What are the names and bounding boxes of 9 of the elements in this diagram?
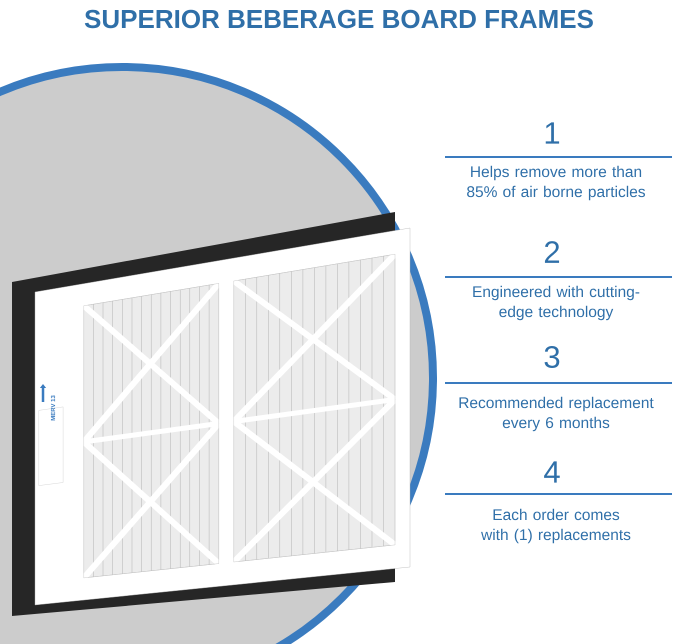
step-description: Each order comes with (1) replacements (481, 508, 630, 544)
title: SUPERIOR BEBERAGE BOARD FRAMES (84, 10, 593, 28)
step-description: Helps remove more than 85% of air borne particles (467, 166, 645, 200)
step-number: 1 (546, 122, 560, 144)
step-description: Recommended replacement every 6 months (460, 396, 654, 432)
step-number: 3 (544, 346, 560, 368)
step-number: 2 (544, 241, 560, 263)
step-number: 4 (544, 461, 560, 483)
step-description: Engineered with cutting-edge technology (473, 286, 640, 320)
